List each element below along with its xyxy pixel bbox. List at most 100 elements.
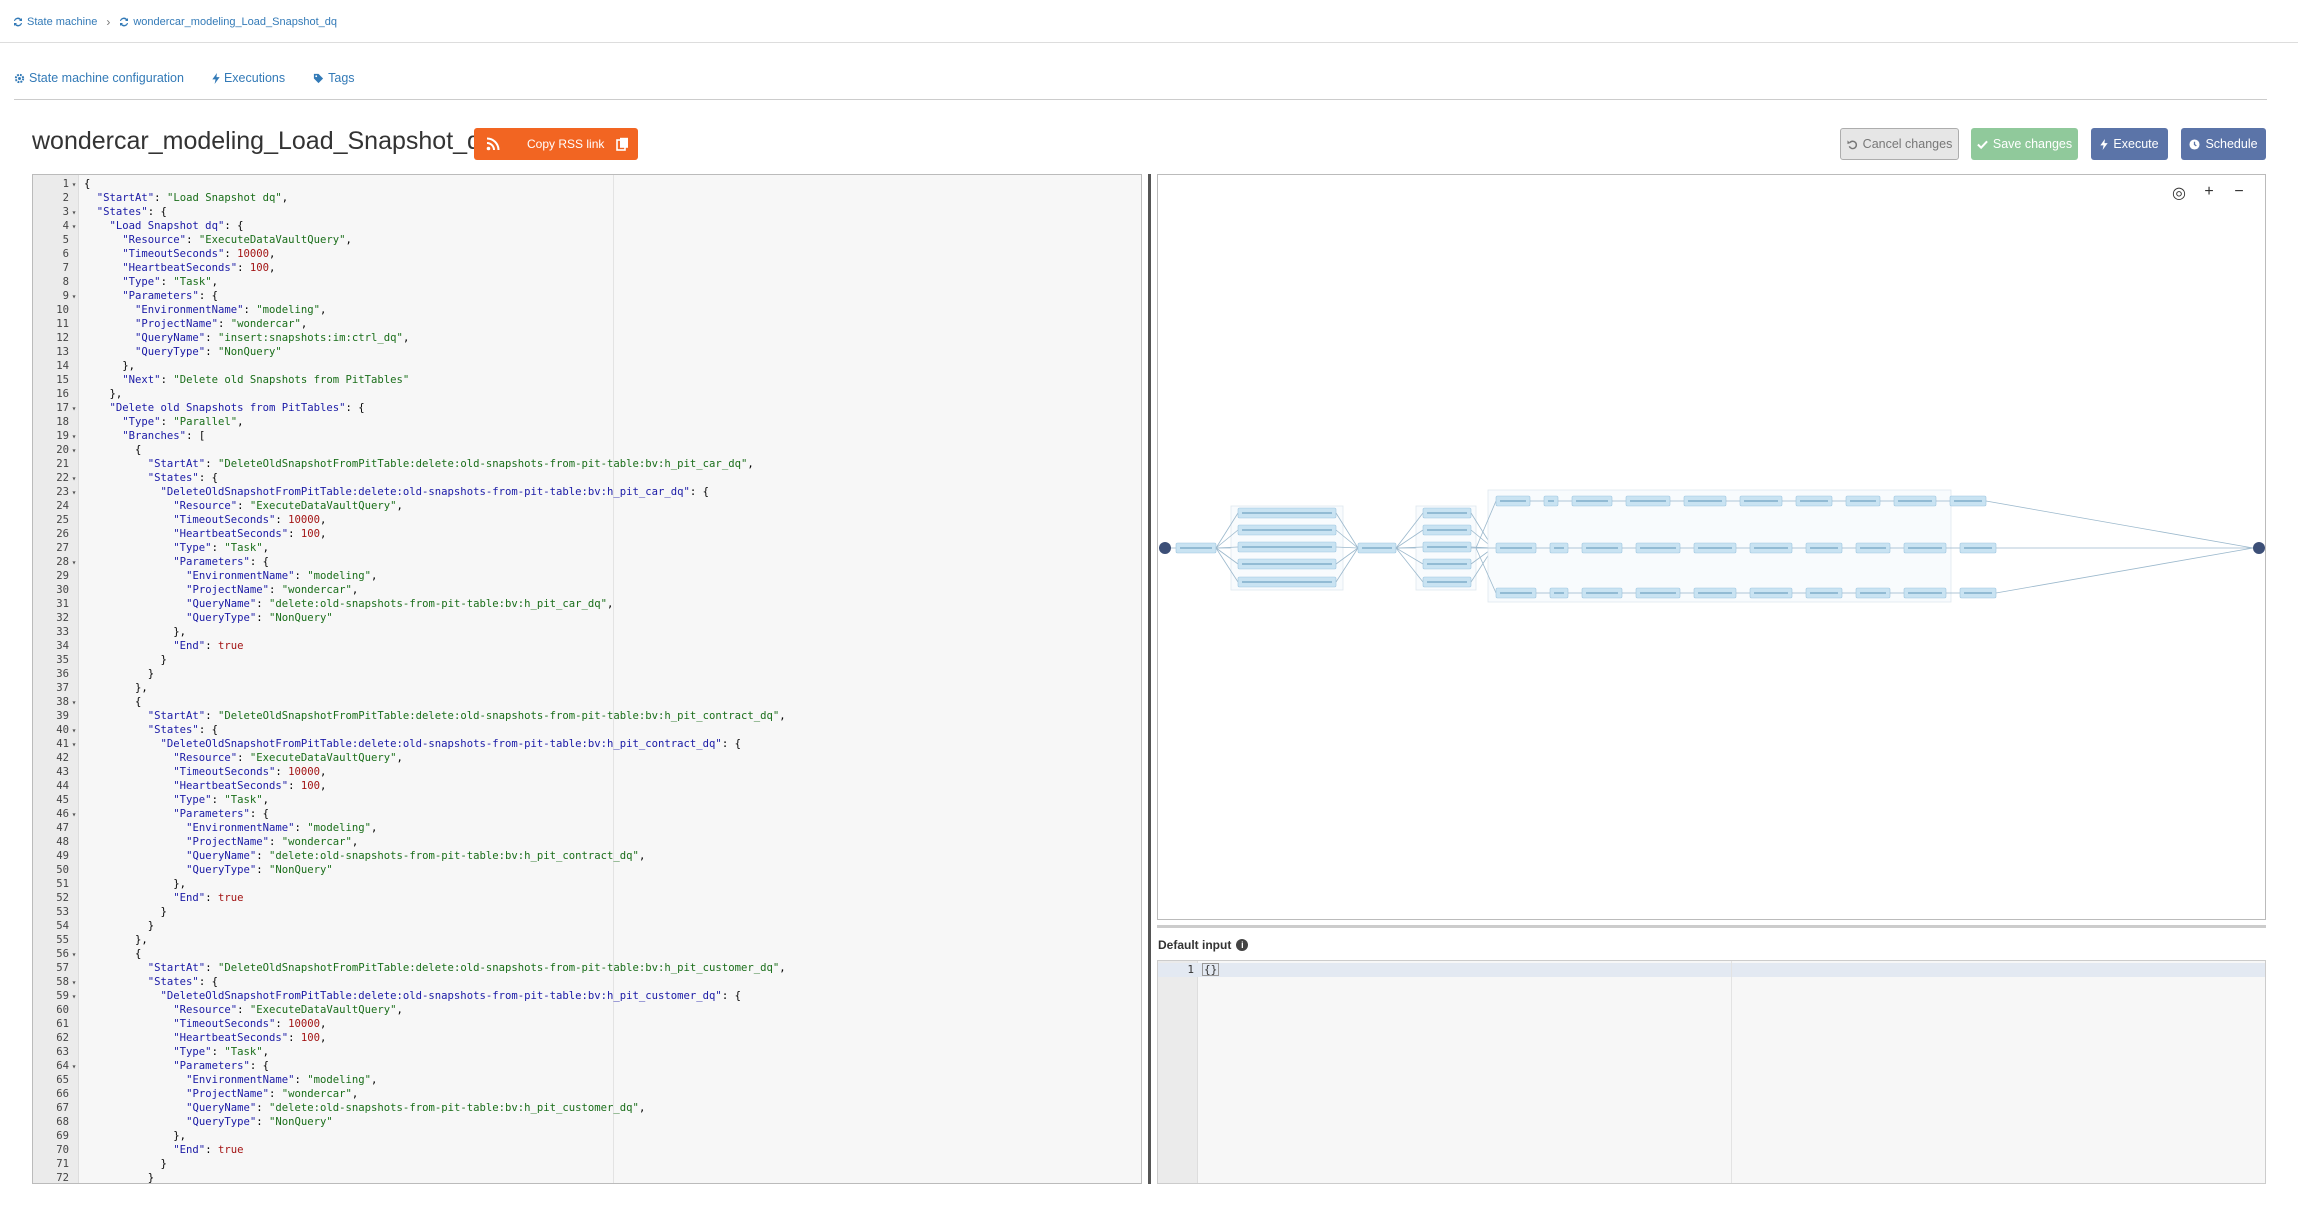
- code-lines: 1▾{2 "StartAt": "Load Snapshot dq",3▾ "S…: [33, 177, 1141, 1183]
- code-text: "Resource": "ExecuteDataVaultQuery",: [173, 500, 403, 512]
- tab-bar: State machine configuration Executions T…: [14, 66, 355, 90]
- code-text: "ProjectName": "wondercar",: [186, 584, 359, 596]
- fold-arrow-icon[interactable]: ▾: [71, 180, 77, 189]
- fold-arrow-icon[interactable]: ▾: [71, 222, 77, 231]
- fold-arrow-icon[interactable]: ▾: [71, 978, 77, 987]
- copy-icon: [616, 137, 628, 151]
- graph-node-text: [1180, 547, 1212, 549]
- fold-arrow-icon[interactable]: ▾: [71, 1062, 77, 1071]
- code-line: 9▾ "Parameters": {: [33, 289, 1141, 303]
- fold-arrow-icon[interactable]: ▾: [71, 474, 77, 483]
- code-line: 33 },: [33, 625, 1141, 639]
- graph-node-text: [1242, 581, 1332, 583]
- state-machine-graph[interactable]: ◎ + −: [1157, 174, 2266, 920]
- fold-arrow-icon[interactable]: ▾: [71, 558, 77, 567]
- target-icon[interactable]: ◎: [2172, 185, 2186, 202]
- line-number: 48: [56, 836, 69, 848]
- code-text: "Parameters": {: [173, 556, 269, 568]
- tab-state-machine-configuration[interactable]: State machine configuration: [14, 66, 184, 90]
- graph-edge: [1475, 547, 1497, 594]
- cancel-changes-label: Cancel changes: [1862, 137, 1953, 151]
- code-line: 69 },: [33, 1129, 1141, 1143]
- tab-label: State machine configuration: [29, 71, 184, 85]
- save-changes-button[interactable]: Save changes: [1971, 128, 2078, 160]
- copy-rss-link-button[interactable]: Copy RSS link: [474, 128, 638, 160]
- fold-arrow-icon[interactable]: ▾: [71, 698, 77, 707]
- schedule-label: Schedule: [2205, 137, 2258, 151]
- code-text: "StartAt": "Load Snapshot dq",: [96, 192, 289, 204]
- fold-arrow-icon[interactable]: ▾: [71, 446, 77, 455]
- fold-arrow-icon[interactable]: ▾: [71, 950, 77, 959]
- fold-arrow-icon[interactable]: ▾: [71, 726, 77, 735]
- code-line: 63 "Type": "Task",: [33, 1045, 1141, 1059]
- tab-label: Tags: [328, 71, 355, 85]
- definition-code-editor[interactable]: 1▾{2 "StartAt": "Load Snapshot dq",3▾ "S…: [32, 174, 1142, 1184]
- line-number: 11: [56, 318, 69, 330]
- code-line: 10 "EnvironmentName": "modeling",: [33, 303, 1141, 317]
- code-line: 42 "Resource": "ExecuteDataVaultQuery",: [33, 751, 1141, 765]
- tab-tags[interactable]: Tags: [313, 66, 355, 90]
- code-line: 12 "QueryName": "insert:snapshots:im:ctr…: [33, 331, 1141, 345]
- code-line: 13 "QueryType": "NonQuery": [33, 345, 1141, 359]
- graph-toolbar: ◎ + −: [2171, 183, 2247, 203]
- code-text: "EnvironmentName": "modeling",: [135, 304, 327, 316]
- default-input-editor[interactable]: 1 {}: [1157, 960, 2266, 1184]
- graph-node-text: [1810, 592, 1838, 594]
- line-number: 32: [56, 612, 69, 624]
- vertical-split-handle[interactable]: [1157, 925, 2266, 928]
- graph-node-text: [1500, 547, 1532, 549]
- graph-node-text: [1640, 547, 1676, 549]
- line-number: 3: [62, 206, 69, 218]
- graph-edge: [1395, 512, 1424, 549]
- code-line: 70 "End": true: [33, 1143, 1141, 1157]
- code-line: 7 "HeartbeatSeconds": 100,: [33, 261, 1141, 275]
- fold-arrow-icon[interactable]: ▾: [71, 992, 77, 1001]
- line-number: 56: [56, 948, 69, 960]
- graph-edge: [1335, 512, 1359, 549]
- fold-arrow-icon[interactable]: ▾: [71, 432, 77, 441]
- fold-arrow-icon[interactable]: ▾: [71, 292, 77, 301]
- code-line: 64▾ "Parameters": {: [33, 1059, 1141, 1073]
- line-number: 9: [62, 290, 69, 302]
- graph-edge: [1215, 529, 1239, 549]
- fold-arrow-icon[interactable]: ▾: [71, 404, 77, 413]
- fold-arrow-icon[interactable]: ▾: [71, 488, 77, 497]
- graph-node-text: [1427, 546, 1467, 548]
- split-pane-handle[interactable]: [1148, 174, 1151, 1184]
- breadcrumb-current[interactable]: wondercar_modeling_Load_Snapshot_dq: [119, 16, 337, 28]
- code-line: 72 }: [33, 1171, 1141, 1183]
- code-line: 16 },: [33, 387, 1141, 401]
- line-number: 54: [56, 920, 69, 932]
- graph-edge: [1215, 547, 1239, 583]
- tab-executions[interactable]: Executions: [212, 66, 285, 90]
- schedule-button[interactable]: Schedule: [2181, 128, 2266, 160]
- code-text: "Resource": "ExecuteDataVaultQuery",: [173, 752, 403, 764]
- code-text: "ProjectName": "wondercar",: [186, 1088, 359, 1100]
- execute-button[interactable]: Execute: [2091, 128, 2168, 160]
- line-number: 7: [62, 262, 69, 274]
- cancel-changes-button[interactable]: Cancel changes: [1840, 128, 1959, 160]
- line-number: 45: [56, 794, 69, 806]
- graph-node-text: [1860, 547, 1886, 549]
- fold-arrow-icon[interactable]: ▾: [71, 208, 77, 217]
- line-number: 55: [56, 934, 69, 946]
- code-text: {: [84, 444, 142, 456]
- plus-icon[interactable]: +: [2204, 183, 2214, 200]
- code-line: 8 "Type": "Task",: [33, 275, 1141, 289]
- graph-edge: [1335, 529, 1359, 549]
- breadcrumb-root[interactable]: State machine: [13, 16, 97, 28]
- fold-arrow-icon[interactable]: ▾: [71, 810, 77, 819]
- code-line: 52 "End": true: [33, 891, 1141, 905]
- line-number: 63: [56, 1046, 69, 1058]
- copy-rss-link-label: Copy RSS link: [527, 137, 605, 151]
- code-line: 3▾ "States": {: [33, 205, 1141, 219]
- code-text: "HeartbeatSeconds": 100,: [122, 262, 276, 274]
- code-text: "States": {: [147, 472, 218, 484]
- breadcrumb: State machine › wondercar_modeling_Load_…: [13, 13, 337, 31]
- fold-arrow-icon[interactable]: ▾: [71, 740, 77, 749]
- info-icon[interactable]: i: [1236, 939, 1249, 951]
- code-line: 67 "QueryName": "delete:old-snapshots-fr…: [33, 1101, 1141, 1115]
- minus-icon[interactable]: −: [2234, 183, 2244, 200]
- code-line: 34 "End": true: [33, 639, 1141, 653]
- code-text: "Load Snapshot dq": {: [109, 220, 244, 232]
